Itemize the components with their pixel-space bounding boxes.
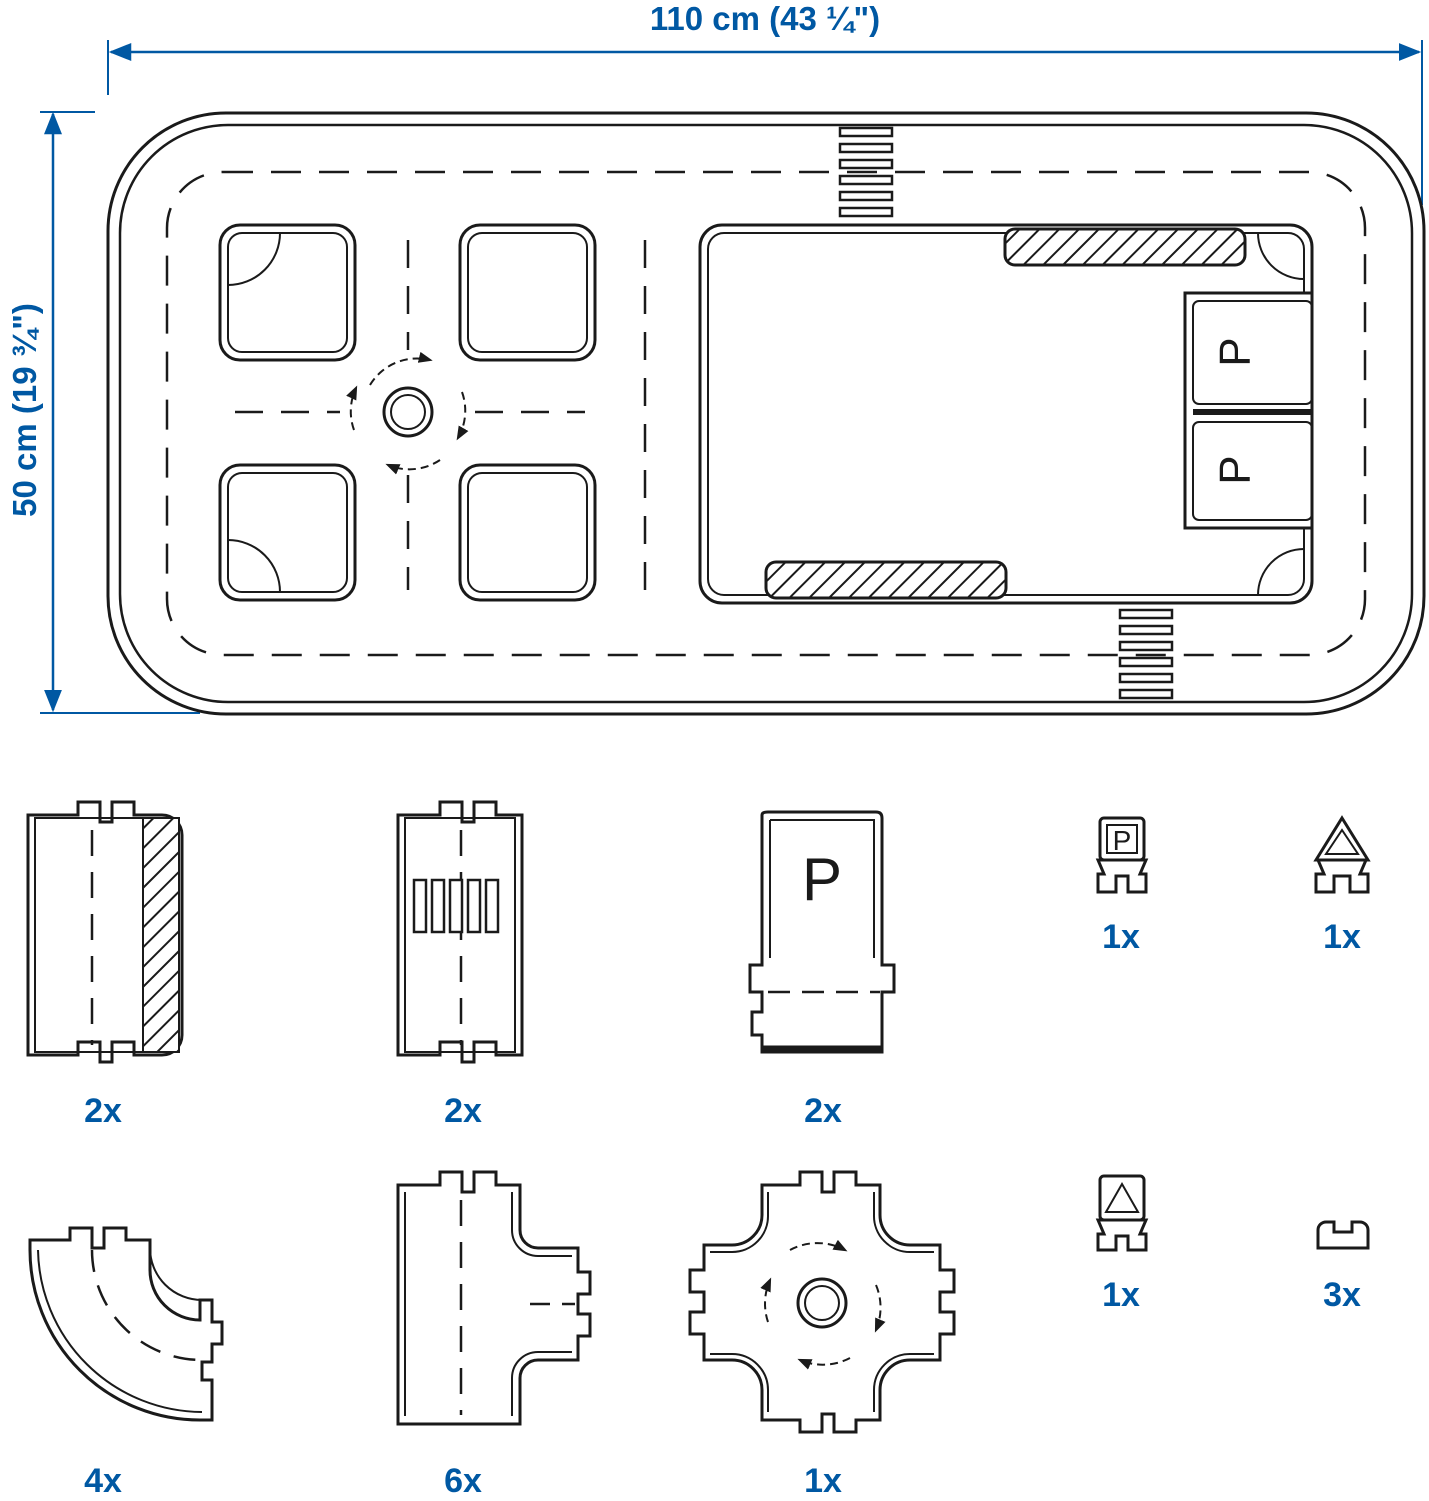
width-dimension-label: 110 cm (43 ¼") (649, 0, 881, 37)
part-curve (30, 1228, 222, 1420)
part-sign-parking (1098, 818, 1146, 892)
quantity-roundabout: 1x (804, 1462, 842, 1500)
width-dimension-line (108, 40, 1422, 205)
quantity-curve: 4x (84, 1462, 122, 1500)
parking-slot-label-top: P (1211, 337, 1260, 366)
quantity-parking-end: 2x (804, 1092, 842, 1130)
part-roundabout (690, 1172, 954, 1432)
board-inner-edge (120, 125, 1412, 702)
quantity-t-junction: 6x (444, 1462, 482, 1500)
block-bottom-left (220, 465, 355, 600)
quantity-sign-warning: 1x (1102, 1276, 1140, 1314)
part-connector (1318, 1222, 1368, 1248)
part-parking-end (750, 812, 894, 1052)
part-t-junction (398, 1172, 590, 1424)
quantity-sign-triangle: 1x (1323, 918, 1361, 956)
parking-lot-area (700, 225, 1312, 603)
parking-sign-labels: P P (1211, 337, 1260, 484)
crosswalk-top (840, 128, 892, 216)
board-center-dashes (235, 240, 645, 590)
crosswalk-bottom (1120, 610, 1172, 698)
board-roundabout (346, 351, 469, 475)
part-sign-parking-letter: P (1113, 825, 1132, 856)
quantity-connector: 3x (1323, 1276, 1361, 1314)
height-dimension-line (40, 112, 200, 713)
quantity-straight-crosswalk: 2x (444, 1092, 482, 1130)
quantity-sign-parking: 1x (1102, 918, 1140, 956)
assembled-track-board (108, 113, 1424, 714)
quantity-straight-shoulder: 2x (84, 1092, 122, 1130)
board-dashed-lane (167, 172, 1365, 655)
board-outer-edge (108, 113, 1424, 714)
block-top-right (460, 225, 595, 360)
block-bottom-right (460, 465, 595, 600)
parking-slot-label-bottom: P (1211, 455, 1260, 484)
part-parking-end-letter: P (802, 846, 842, 913)
part-straight-crosswalk (398, 802, 522, 1062)
part-sign-triangle (1316, 818, 1368, 892)
block-top-left (220, 225, 355, 360)
part-sign-warning (1098, 1176, 1146, 1250)
part-straight-shoulder (28, 802, 182, 1062)
